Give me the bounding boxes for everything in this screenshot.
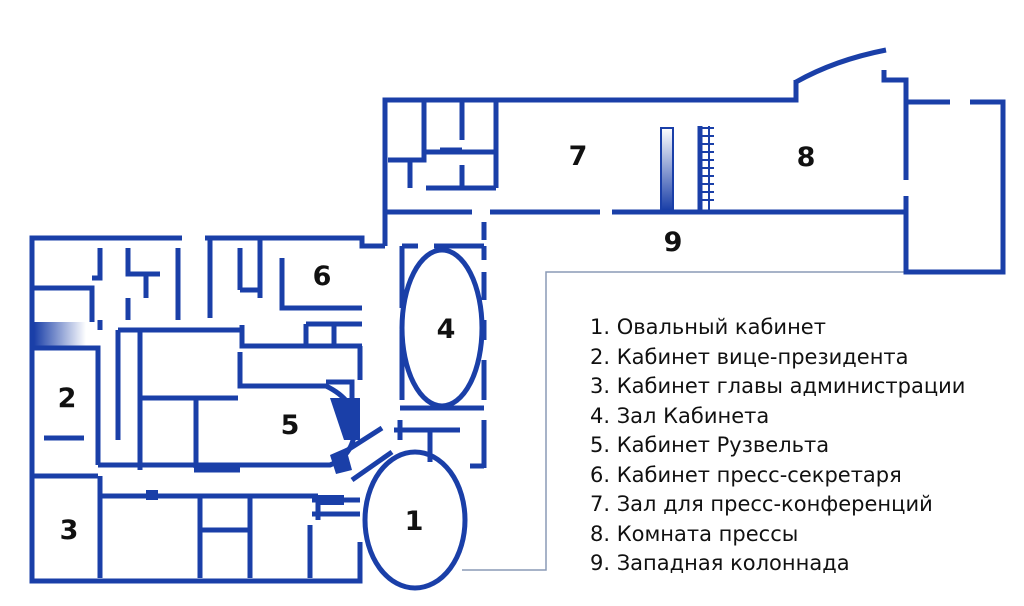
room-number-5: 5 xyxy=(281,410,300,441)
wall-room6-left xyxy=(207,240,262,318)
room-numbers: 1 2 3 4 5 6 7 8 9 xyxy=(58,141,816,546)
wall-west-block-outer xyxy=(29,235,363,584)
wall-west-block-top-right xyxy=(205,235,385,249)
room-legend: 1. Овальный кабинет 2. Кабинет вице-през… xyxy=(590,313,1020,579)
walls xyxy=(29,47,1006,591)
vp-office-shading xyxy=(34,322,86,346)
wall-room6-inner xyxy=(257,240,362,311)
wall-corridor-upper xyxy=(34,285,95,322)
room-number-7: 7 xyxy=(569,141,588,172)
room-number-4: 4 xyxy=(437,314,456,345)
wall-room6-bottom xyxy=(239,325,362,349)
wall-room5-right xyxy=(326,346,363,398)
legend-item: 9. Западная колоннада xyxy=(590,551,850,575)
wall-oval-office-surround xyxy=(397,420,484,469)
legend-item: 7. Зал для пресс-конференций xyxy=(590,492,933,516)
room-number-3: 3 xyxy=(60,515,79,546)
wall-oval-office xyxy=(362,449,468,591)
legend-item: 5. Кабинет Рузвельта xyxy=(590,433,830,457)
wall-annex-left xyxy=(382,80,799,246)
wall-solid-blocks xyxy=(146,398,360,505)
room-number-9: 9 xyxy=(664,227,683,258)
room-number-2: 2 xyxy=(58,383,77,414)
wall-annex-small-rooms xyxy=(407,149,496,191)
wall-room8-curve xyxy=(793,47,909,100)
colonnade-shading xyxy=(660,127,674,211)
legend-item: 8. Комната прессы xyxy=(590,521,799,546)
wall-lower-rooms xyxy=(197,498,313,578)
room-number-8: 8 xyxy=(797,142,816,173)
wall-upper-rooms xyxy=(92,248,103,281)
wall-small-closets xyxy=(303,321,362,346)
room-number-1: 1 xyxy=(405,506,424,537)
wall-room2 xyxy=(34,345,101,465)
legend-item: 1. Овальный кабинет xyxy=(590,315,826,339)
wall-cabinet-top xyxy=(402,243,487,260)
staircase-steps xyxy=(702,127,714,201)
legend-connector-line xyxy=(462,271,905,571)
legend-item: 4. Зал Кабинета xyxy=(590,403,770,428)
wall-room-block-top xyxy=(140,395,240,473)
legend-item: 2. Кабинет вице-президента xyxy=(590,344,909,369)
legend-item: 3. Кабинет главы администрации xyxy=(590,374,966,398)
room-number-6: 6 xyxy=(313,261,332,292)
wall-cabinet-lower xyxy=(394,405,487,468)
wall-corridor-mid xyxy=(115,327,240,470)
legend-item: 6. Кабинет пресс-секретаря xyxy=(590,462,902,487)
wall-east-block xyxy=(903,98,1006,275)
wall-small-room-a xyxy=(125,248,160,298)
wall-corridor-lower xyxy=(98,462,318,499)
wall-small-room-b xyxy=(97,248,181,330)
wall-annex-upper-rooms xyxy=(388,102,499,188)
